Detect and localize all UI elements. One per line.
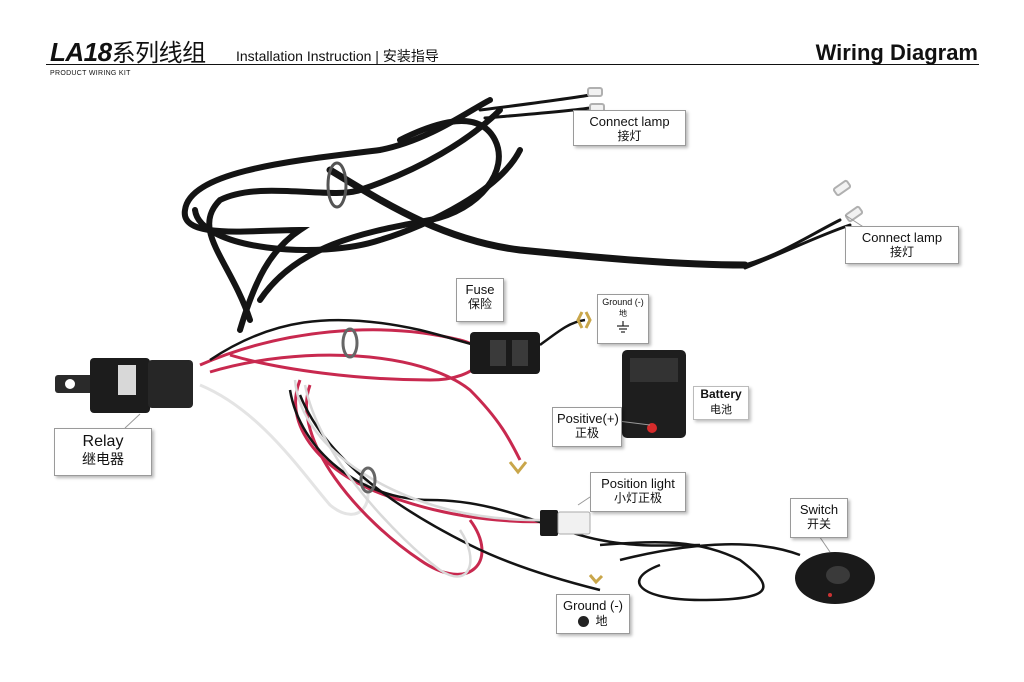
callout-fuse: Fuse 保险 bbox=[456, 278, 504, 322]
callout-label: Positive(+) bbox=[557, 411, 619, 426]
callout-ground-top: Ground (-) 地 bbox=[597, 294, 649, 344]
ground-icon bbox=[600, 321, 646, 336]
callout-label-cn: 开关 bbox=[806, 517, 831, 531]
cable-tie-3 bbox=[359, 466, 377, 494]
fuse-holder bbox=[470, 332, 540, 374]
page-title: Wiring Diagram bbox=[815, 40, 978, 65]
header-rule bbox=[46, 64, 979, 65]
callout-label: Connect lamp bbox=[589, 114, 670, 129]
callout-connect-lamp-2: Connect lamp 接灯 bbox=[845, 226, 959, 264]
callout-switch: Switch 开关 bbox=[790, 498, 848, 538]
ground-lug-bottom bbox=[588, 574, 604, 585]
callout-label: Ground (-) bbox=[602, 297, 644, 307]
black-wire-coil bbox=[181, 93, 852, 333]
battery bbox=[622, 350, 686, 438]
callout-label: Connect lamp bbox=[861, 230, 943, 245]
callout-label: Position light bbox=[601, 476, 675, 491]
black-wire-loop bbox=[209, 318, 701, 592]
callout-positive: Positive(+) 正极 bbox=[552, 407, 622, 447]
subtitle: PRODUCT WIRING KIT bbox=[50, 70, 131, 77]
white-wire bbox=[199, 383, 370, 516]
model-title: LA18系列线组 bbox=[50, 38, 206, 67]
header: LA18系列线组 Installation Instruction | 安装指导… bbox=[0, 0, 1024, 90]
callout-ground-bottom: Ground (-) 地 bbox=[556, 594, 630, 634]
callout-label-cn: 地 bbox=[619, 309, 627, 318]
callout-label-cn: 正极 bbox=[574, 426, 599, 440]
cable-tie-2 bbox=[341, 327, 359, 359]
ground-lug-top bbox=[576, 311, 592, 329]
callout-label-cn: 保险 bbox=[467, 297, 492, 311]
callout-label: Switch bbox=[799, 502, 839, 517]
callout-label-cn: 接灯 bbox=[617, 129, 642, 143]
positive-lug bbox=[508, 461, 528, 475]
callout-label: Relay bbox=[82, 433, 124, 450]
callout-label: Battery bbox=[700, 387, 742, 401]
callout-label-cn: 电池 bbox=[710, 403, 732, 416]
cable-tie bbox=[326, 161, 348, 209]
white-wire-loop bbox=[293, 379, 561, 578]
callout-label-cn: 小灯正极 bbox=[613, 491, 662, 505]
model-series: 系列线组 bbox=[111, 39, 207, 67]
instruction-heading: Installation Instruction | 安装指导 bbox=[236, 48, 439, 64]
callout-position-light: Position light 小灯正极 bbox=[590, 472, 686, 512]
callout-connect-lamp-1: Connect lamp 接灯 bbox=[573, 110, 686, 146]
lamp-connector-terminals-2 bbox=[832, 179, 864, 223]
model-code: LA18 bbox=[50, 37, 112, 67]
callout-label-cn: 地 bbox=[595, 614, 608, 628]
callout-label: Fuse bbox=[465, 282, 495, 297]
callout-label-cn: 接灯 bbox=[889, 245, 914, 259]
callout-battery: Battery 电池 bbox=[693, 386, 749, 420]
position-light-connector bbox=[540, 510, 591, 536]
callout-label: Ground (-) bbox=[563, 598, 623, 613]
callout-relay: Relay 继电器 bbox=[54, 428, 152, 476]
switch-body bbox=[599, 540, 875, 604]
relay-body bbox=[55, 358, 193, 413]
callout-label-cn: 继电器 bbox=[82, 452, 124, 468]
fuse-ground-wire bbox=[539, 318, 586, 346]
lamp-connector-terminals-1 bbox=[587, 87, 605, 113]
ground-icon bbox=[578, 616, 590, 628]
